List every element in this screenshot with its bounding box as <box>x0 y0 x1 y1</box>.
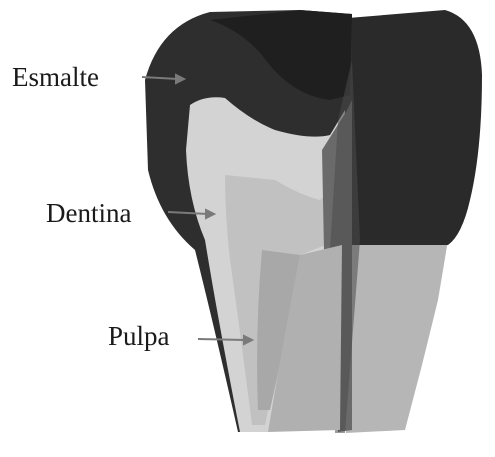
enamel-label: Esmalte <box>12 64 99 91</box>
pulp-label: Pulpa <box>108 323 170 350</box>
crown-enamel-exterior <box>348 10 482 245</box>
root-exterior <box>346 240 448 433</box>
dentin-label: Dentina <box>46 200 131 227</box>
